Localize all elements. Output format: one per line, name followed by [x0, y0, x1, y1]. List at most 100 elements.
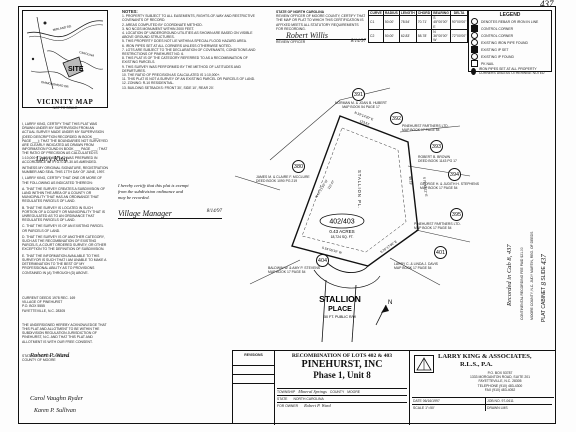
title-line-1: RECOMBINATION OF LOTS 402 & 403 [291, 353, 393, 359]
curve-table-cell: 58.78' [415, 28, 433, 44]
legend-symbol-icon [471, 53, 478, 61]
curve-table-cell: 70.71' [415, 15, 433, 30]
distance-label: 112.47' [327, 179, 336, 190]
review-officer-signature: Robert Willis [286, 31, 328, 41]
legend-label: IRON PIPES SET AT ALL PROPERTY CORNERS U… [478, 67, 545, 76]
lot-area: 0.43 ACRES [329, 229, 354, 234]
north-arrow-label: N [388, 300, 392, 306]
notes-list: 1. PROPERTY SUBJECT TO ALL EASEMENTS, RI… [122, 14, 260, 90]
scale-label: SCALE [413, 406, 425, 411]
date-label: DATE [413, 399, 422, 403]
note-item: 11. THIS PLAT IS NOT A SURVEY OF AN EXIS… [122, 77, 256, 82]
note-item: 4. LOCATION OF UNDERGROUND UTILITIES AS … [122, 31, 253, 40]
curve-table-cell: 62.83' [398, 28, 417, 44]
sheet-border [18, 6, 556, 424]
township-label: TOWNSHIP [277, 390, 296, 394]
legend-symbol-icon [471, 67, 476, 75]
lot-owner-name: LARRY C. & LINDA J. DAVIS [394, 262, 438, 266]
vicinity-map: SITE MIDLAND RD. CAROLINA DIAMONDHEAD DR… [22, 10, 108, 110]
approval-line: I hereby certify that this plat is exemp… [118, 183, 189, 188]
lot-owner-ref: MAP BOOK 54 PAGE 17 [342, 105, 380, 110]
surveyor-signature: Larry King [36, 155, 68, 163]
lot-owner-ref: MAP BOOK 17 PAGE 54 [394, 266, 432, 271]
legend-symbol-icon [471, 25, 478, 33]
lot-circle-395: 395 [450, 208, 463, 221]
setback-line [301, 127, 407, 253]
curve-table-header: BEARING [431, 9, 451, 17]
cert-paragraph: B. THAT THE SURVEY IS LOCATED IN SUCH PO… [22, 205, 106, 223]
cert-paragraph: D. THAT THE SURVEY IS OF ANOTHER CATEGOR… [22, 234, 107, 252]
lot-owner-404: BALDWIN W. & AMY P. STEVENS MAP BOOK 17 … [268, 266, 334, 274]
job-info: DATE 06/16/1997 JOB NO. 97-0611 SCALE 1"… [412, 397, 554, 412]
legend-item: EXISTING IRON PIPE FOUND [471, 39, 549, 47]
bearing-label: S 54°05'10" W [321, 246, 342, 255]
slide-value: 437 [540, 254, 548, 265]
cert-paragraph: C. THAT THE SURVEY IS OF AN EXISTING PAR… [22, 224, 104, 233]
date-value: 06/16/1997 [422, 399, 440, 403]
firm-name-2: R.L.S., P.A. [460, 361, 493, 368]
surveyor-certification: I, LARRY KING, CERTIFY THAT THIS PLAT WA… [22, 122, 108, 294]
note-item: 12. ZONING: R-10 RESIDENTIAL. [122, 81, 175, 86]
cert-paragraph: I, LARRY KING, CERTIFY THAT ONE OR MORE … [22, 176, 103, 185]
vicinity-map-drawing: SITE MIDLAND RD. CAROLINA DIAMONDHEAD DR… [26, 16, 104, 90]
approval-line: from the subdivision ordinance and [118, 189, 183, 194]
notes-header: NOTES: [122, 10, 138, 14]
lot-owner-394: GEORGE H. & JUDITH H. STEPHENS MAP BOOK … [420, 182, 480, 190]
firm-logo [414, 355, 434, 373]
note-item: 9. THIS SURVEY WAS PERFORMED BY THE METH… [122, 64, 241, 73]
bearing-label: S 78°43'12" E [422, 177, 428, 197]
lot-owner-name: NORMAN M. & JOAN B. HUBERT [335, 101, 387, 105]
lot-circle-404: 404 [316, 254, 329, 267]
cert-paragraph: FAYETTEVILLE, N.C. 28305 [22, 308, 66, 313]
combined-lot: 402/403 0.43 ACRES 18,724 SQ. FT. [319, 213, 365, 239]
legend-label: EXISTING IRON PIPE FOUND [481, 40, 528, 45]
legend-symbol-icon [471, 46, 478, 54]
notary-public-signature: Karen P. Sullivan [34, 408, 76, 414]
firm-name: LARRY KING & ASSOCIATES, [438, 353, 532, 360]
job-label: JOB NO. [487, 399, 501, 403]
legend-item: EXISTING IP FOUND [471, 53, 549, 61]
lot-owner-ref: MAP BOOK 17 PAGE 54 [268, 270, 306, 275]
lot-owner-ref: MAP BOOK 17 PAGE 54 [420, 186, 458, 191]
legend-label: CONTROL CORNER [481, 33, 514, 38]
location-rows: TOWNSHIP Mineral Springs COUNTY MOORE ST… [277, 388, 407, 410]
village-manager-signature: Village Manager [118, 209, 172, 218]
lot-owner-392: PINEHURST PARTNERS LTD. MAP BOOK 17 PAGE… [402, 124, 472, 132]
legend-item: CONTROL CORNER [471, 32, 549, 40]
legend-symbol-icon [471, 39, 478, 47]
approval-date: 8/14/97 [206, 209, 222, 214]
curve-table-header: RADIUS [382, 9, 400, 17]
lot-owner-391: NORMAN M. & JOAN B. HUBERT MAP BOOK 54 P… [316, 101, 406, 109]
recording-line: FEE PAID $21.00 [520, 247, 524, 274]
title-line-3: Phase 1, Unit 8 [313, 370, 371, 380]
cert-left-text: I, LARRY KING, CERTIFY THAT THIS PLAT WA… [22, 122, 108, 275]
page-number: 437 [540, 0, 554, 9]
firm-fax: FAX (910) 483-4052 [484, 387, 516, 392]
recording-line: JUDY MARTIN, REG. OF DEEDS [530, 231, 534, 283]
cert-paragraph: CURRENT DEEDS 1978 REC. 169 [22, 296, 76, 300]
county-label: COUNTY [329, 390, 345, 394]
review-officer-block: STATE OF NORTH CAROLINA REVIEW OFFICER O… [276, 10, 366, 60]
lot-owner-380: JAMES M. & CLAIRE F. MCCLURE DEED BOOK 1… [256, 175, 326, 183]
firm-address-1: 1333 MORGANTON ROAD, SUITE 201 [469, 375, 531, 380]
lot-owner-401: LARRY C. & LINDA J. DAVIS MAP BOOK 17 PA… [394, 262, 454, 270]
approval-line: may be recorded. [118, 195, 150, 200]
title-text: RECOMBINATION OF LOTS 402 & 403 PINEHURS… [277, 353, 407, 380]
street-vertical-label: STALLION PL. [357, 170, 362, 209]
firm-address-2: FAYETTEVILLE, N.C. 28305 [478, 379, 522, 384]
curve-table-cell: 78.54' [398, 15, 417, 30]
lot-circle-380: 380 [292, 160, 305, 173]
legend-item: DENOTES REBAR OR IRON IN LINE [471, 18, 549, 26]
street-name: STALLION [319, 294, 361, 304]
lot-boundary [291, 115, 419, 267]
legend-symbol-icon [471, 18, 478, 26]
curve-table-cell: 90°00'00" [449, 15, 469, 30]
revisions-label: REVISIONS [244, 353, 263, 357]
road-label: DIAMONDHEAD DR. [41, 80, 70, 89]
recording-stamp-2: MOORE COUNTY, N.C. JUDY MARTIN, REG. OF … [530, 200, 540, 320]
